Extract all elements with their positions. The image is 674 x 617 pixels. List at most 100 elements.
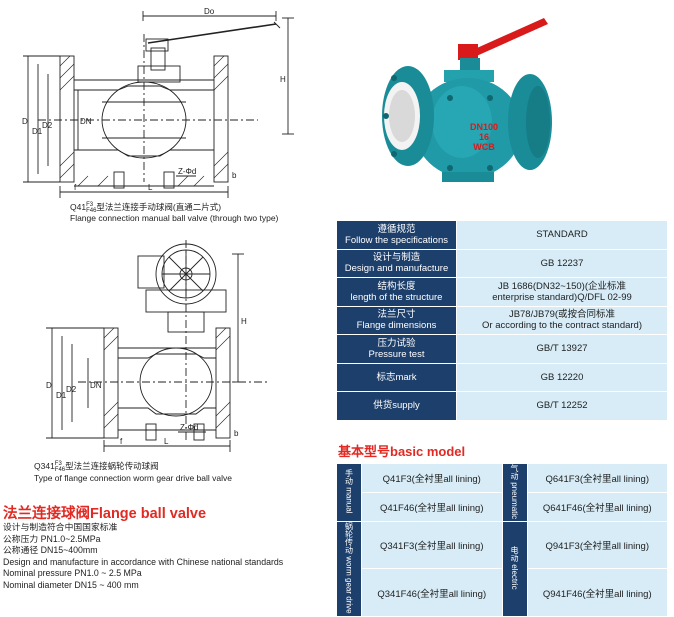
ball-valve-photo: DN100 16 WCB: [382, 18, 552, 182]
spec-label-cn: 压力试验: [377, 337, 416, 349]
model-item: Q641F3(全衬里all lining): [526, 462, 668, 494]
table-row: Q41F46(全衬里all lining) Q641F46(全衬里all lin…: [337, 492, 668, 523]
caption-model: Q41: [70, 202, 87, 212]
model-category: 电动 electric: [501, 521, 528, 617]
category-cn: 气动: [510, 464, 519, 480]
table-row: 标志mark GB 12220: [336, 362, 668, 392]
model-item: Q41F3(全衬里all lining): [361, 462, 503, 494]
l-dim-label: L: [148, 183, 153, 192]
spec-label-cn: 结构长度: [377, 280, 416, 292]
model-item: Q941F3(全衬里all lining): [526, 521, 668, 570]
marking-size: DN100: [470, 122, 498, 132]
l-dim-label-2: L: [164, 437, 169, 446]
marking-material: WCB: [473, 142, 495, 152]
category-label: 蜗轮传动 worm gear drive: [345, 522, 354, 614]
caption-sup: F3: [86, 201, 94, 208]
b-dim-label: b: [232, 171, 237, 180]
category-en: electric: [510, 564, 519, 590]
spec-label-en: Pressure test: [368, 348, 425, 360]
caption-text: 型法兰连接手动球阀(直通二片式): [96, 202, 222, 212]
caption-sub: F46: [86, 207, 97, 214]
bolt-dim-label-2: Z-Φd: [180, 423, 198, 432]
model-category: 蜗轮传动 worm gear drive: [336, 521, 362, 617]
spec-value: GB 12220: [456, 362, 668, 392]
category-en: pneumatic: [510, 482, 519, 520]
category-en: worm gear drive: [344, 556, 354, 614]
d-dim-label-2: D: [46, 381, 52, 390]
d2-dim-label: D2: [42, 121, 53, 130]
dn-dim-label-2: DN: [90, 381, 102, 390]
bolt-dim-label: Z-Φd: [178, 167, 196, 176]
f-dim-label-2: f: [120, 437, 123, 446]
basic-model-table: 手动 manual Q41F3(全衬里all lining) 气动 pneuma…: [336, 462, 668, 617]
spec-label-en: Flange dimensions: [356, 320, 437, 332]
table-row: 手动 manual Q41F3(全衬里all lining) 气动 pneuma…: [336, 462, 668, 523]
spec-label-cn: 设计与制造: [372, 252, 421, 264]
model-item: Q641F46(全衬里all lining): [526, 492, 668, 523]
d1-dim-label: D1: [32, 127, 43, 136]
h-dim-label: H: [280, 75, 286, 84]
worm-gear-ball-valve-drawing: H D D1 D2 DN L f b Z-Φd: [46, 240, 268, 452]
f-dim-label: f: [74, 183, 77, 192]
do-dim-label: Do: [204, 7, 215, 16]
model-item: Q341F3(全衬里all lining): [361, 521, 503, 570]
spec-label-cn: 遵循规范: [377, 223, 416, 235]
spec-value-line: Or according to the contract standard): [482, 320, 642, 332]
h-dim-label-2: H: [241, 317, 247, 326]
caption-text: 型法兰连接蜗轮传动球阀: [65, 461, 159, 471]
basic-model-title: 基本型号basic model: [338, 444, 466, 459]
description-line: 公称通径 DN15~400mm: [3, 545, 98, 555]
model-item: Q41F46(全衬里all lining): [361, 492, 503, 523]
category-label: 手动 manual: [345, 469, 354, 513]
table-row: 供货supply GB/T 12252: [336, 391, 668, 421]
drawing1-caption-en: Flange connection manual ball valve (thr…: [70, 213, 279, 223]
product-title: 法兰连接球阀Flange ball valve: [3, 506, 207, 522]
dn-dim-label: DN: [80, 117, 92, 126]
category-label: 气动 pneumatic: [510, 464, 519, 519]
category-en: manual: [344, 487, 354, 514]
category-cn: 蜗轮传动: [344, 522, 354, 555]
manual-ball-valve-drawing: Do H D D1 D2 DN L f b Z-Φd: [22, 7, 294, 198]
spec-label: 供货supply: [336, 391, 457, 421]
table-row: 蜗轮传动 worm gear drive Q341F3(全衬里all linin…: [336, 521, 668, 617]
spec-label-en: length of the structure: [350, 291, 443, 303]
spec-label-en: Design and manufacture: [344, 263, 449, 275]
caption-sup: F3: [54, 460, 62, 467]
category-cn: 手动: [344, 469, 354, 486]
model-item: Q941F46(全衬里all lining): [526, 568, 668, 617]
drawing2-caption-en: Type of flange connection worm gear driv…: [34, 473, 232, 483]
category-label: 电动 electric: [510, 546, 519, 590]
b-dim-label-2: b: [234, 429, 239, 438]
description-line: Nominal pressure PN1.0 ~ 2.5 MPa: [3, 568, 142, 578]
spec-value: STANDARD: [456, 220, 668, 250]
spec-value-line: JB 1686(DN32~150)(企业标准: [497, 280, 627, 292]
model-category: 气动 pneumatic: [501, 462, 528, 523]
description-line: 公称压力 PN1.0~2.5MPa: [3, 533, 101, 544]
d-dim-label: D: [22, 117, 28, 126]
spec-value-line: enterprise standard)Q/DFL 02-99: [492, 291, 632, 303]
description-line: Design and manufacture in accordance wit…: [3, 556, 284, 567]
model-category: 手动 manual: [336, 462, 362, 523]
spec-label-cn: 法兰尺寸: [377, 309, 416, 321]
d2-dim-label-2: D2: [66, 385, 77, 394]
spec-label: 标志mark: [336, 362, 457, 392]
caption-model: Q341: [34, 461, 55, 471]
caption-sub: F46: [54, 466, 66, 473]
marking-pressure: 16: [479, 132, 489, 142]
d1-dim-label-2: D1: [56, 391, 67, 400]
description-line: Nominal diameter DN15 ~ 400 mm: [3, 579, 139, 590]
